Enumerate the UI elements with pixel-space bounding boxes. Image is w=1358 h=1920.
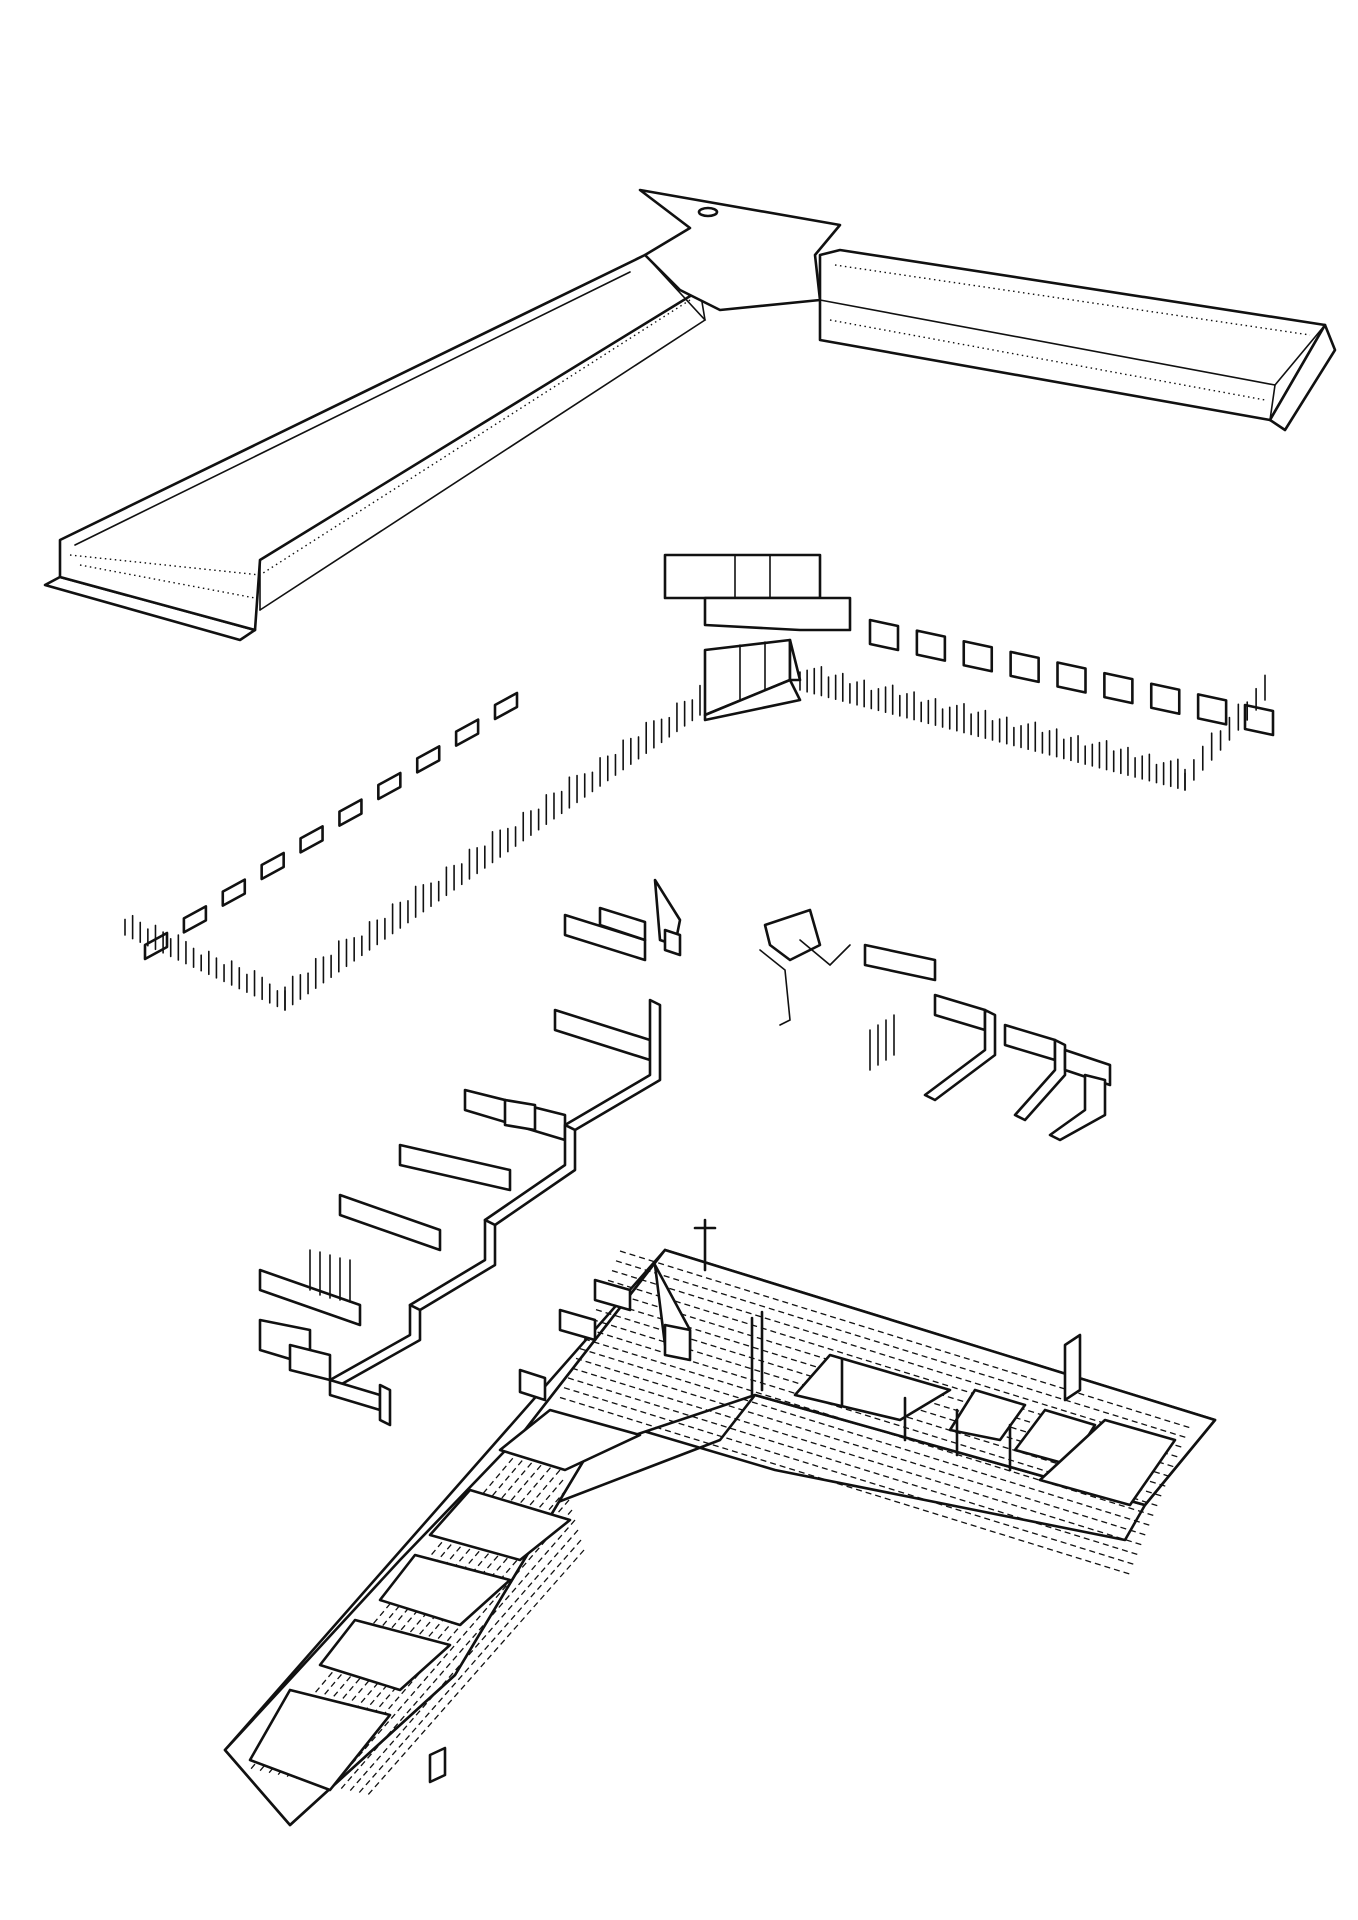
clerestory-left-mullions [124,684,701,1011]
clerestory-window [221,878,247,907]
clerestory-right-run [868,618,1275,737]
clerestory-window [299,825,324,854]
clerestory-window [415,745,441,774]
clerestory-window [377,771,402,801]
floor-standing-walls [428,1218,1082,1784]
clerestory-window [1243,703,1275,737]
roof-layer [43,188,1337,642]
clerestory-right-mullions [799,665,1266,791]
roof-drain-icon [697,206,719,218]
hatch-line [294,1469,561,1781]
clerestory-window [182,905,208,934]
clerestory-window [1149,682,1181,716]
hatch-line [357,1539,582,1795]
clerestory-window [962,639,994,673]
wall-left-assembly [258,878,682,1427]
clerestory-hub-panels [663,553,852,722]
clerestory-left-run [143,691,519,961]
clerestory-window [1056,661,1087,694]
clerestory-window [493,691,519,721]
clerestory-window [454,718,480,747]
clerestory-window [260,851,285,881]
roof-hub [638,188,842,312]
clerestory-window [1009,650,1040,684]
floor-lightwells [248,1353,1177,1792]
wall-fin-cluster-left [309,1249,351,1303]
interior-wall-layer [258,878,1112,1427]
roof-left-wing [43,253,707,642]
floor-plate-layer [223,1218,1217,1827]
wall-fin-cluster-right [869,1014,895,1071]
hatch-line [348,1529,579,1793]
clerestory-window [338,798,363,827]
clerestory-window [1196,693,1228,726]
clerestory-window-layer [124,553,1275,1011]
clerestory-window [915,629,947,662]
clerestory-window [1103,671,1134,705]
hatch-line [330,1509,573,1789]
wall-right-assembly [759,908,1112,1142]
hatch-line [366,1549,585,1797]
clerestory-window [868,618,900,652]
roof-right-wing [818,248,1337,432]
